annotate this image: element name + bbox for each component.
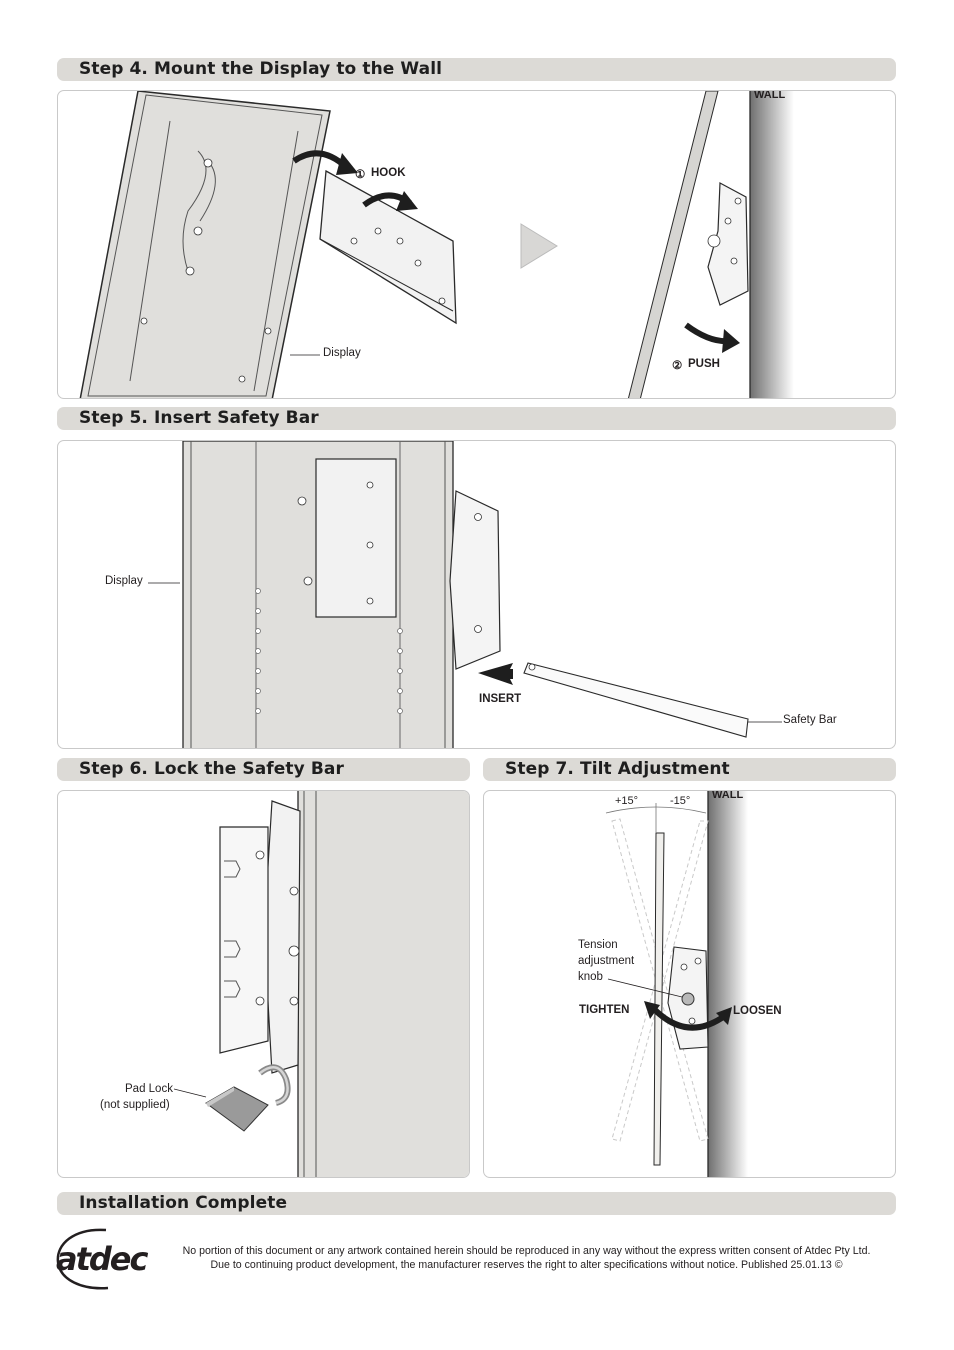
- step6-header: Step 6. Lock the Safety Bar: [57, 758, 470, 781]
- step7-header: Step 7. Tilt Adjustment: [483, 758, 896, 781]
- footer-line1: No portion of this document or any artwo…: [182, 1245, 871, 1257]
- atdec-logo: atdec: [52, 1226, 162, 1292]
- hook-label: HOOK: [371, 167, 406, 179]
- footer-legal: No portion of this document or any artwo…: [160, 1244, 893, 1272]
- step5-illustration: [148, 441, 782, 748]
- step7-illustration: [605, 791, 748, 1177]
- insert-label: INSERT: [479, 693, 522, 705]
- tighten-label: TIGHTEN: [579, 1004, 630, 1016]
- step4-header: Step 4. Mount the Display to the Wall: [57, 58, 896, 81]
- knob-label-line2: adjustment: [578, 955, 635, 967]
- knob-label-line1: Tension: [578, 939, 618, 951]
- step7-wall-label: WALL: [712, 790, 744, 801]
- step4-wall-label: WALL: [754, 90, 786, 101]
- atdec-logo-mark: atdec: [56, 1228, 151, 1290]
- step4-display-label: Display: [323, 347, 361, 359]
- step5-header: Step 5. Insert Safety Bar: [57, 407, 896, 430]
- hook-number: ①: [355, 169, 366, 181]
- knob-label-line3: knob: [578, 971, 603, 983]
- step5-panel: Display INSERT Safety Bar: [57, 440, 896, 749]
- complete-header: Installation Complete: [57, 1192, 896, 1215]
- step6-illustration: [173, 791, 469, 1177]
- plus-angle-label: +15°: [615, 795, 639, 807]
- atdec-logo-text: atdec: [56, 1240, 149, 1278]
- push-label: PUSH: [688, 358, 720, 370]
- step7-panel: WALL +15° -15° Tension adjustment knob T…: [483, 790, 896, 1178]
- complete-title: Installation Complete: [79, 1193, 288, 1213]
- loosen-label: LOOSEN: [733, 1005, 782, 1017]
- step5-title: Step 5. Insert Safety Bar: [79, 408, 319, 428]
- safety-bar-label: Safety Bar: [783, 714, 837, 726]
- padlock-label-line1: Pad Lock: [125, 1083, 173, 1095]
- step4-illustration: [79, 91, 794, 398]
- minus-angle-label: -15°: [670, 795, 691, 807]
- step4-panel: ① HOOK ② PUSH WALL Display: [57, 90, 896, 399]
- push-number: ②: [672, 360, 683, 372]
- step6-title: Step 6. Lock the Safety Bar: [79, 759, 344, 779]
- step6-panel: Pad Lock (not supplied): [57, 790, 470, 1178]
- padlock-label-line2: (not supplied): [100, 1099, 170, 1111]
- step7-title: Step 7. Tilt Adjustment: [505, 759, 730, 779]
- step5-display-label: Display: [105, 575, 143, 587]
- step4-title: Step 4. Mount the Display to the Wall: [79, 59, 443, 79]
- footer-line2: Due to continuing product development, t…: [210, 1259, 843, 1271]
